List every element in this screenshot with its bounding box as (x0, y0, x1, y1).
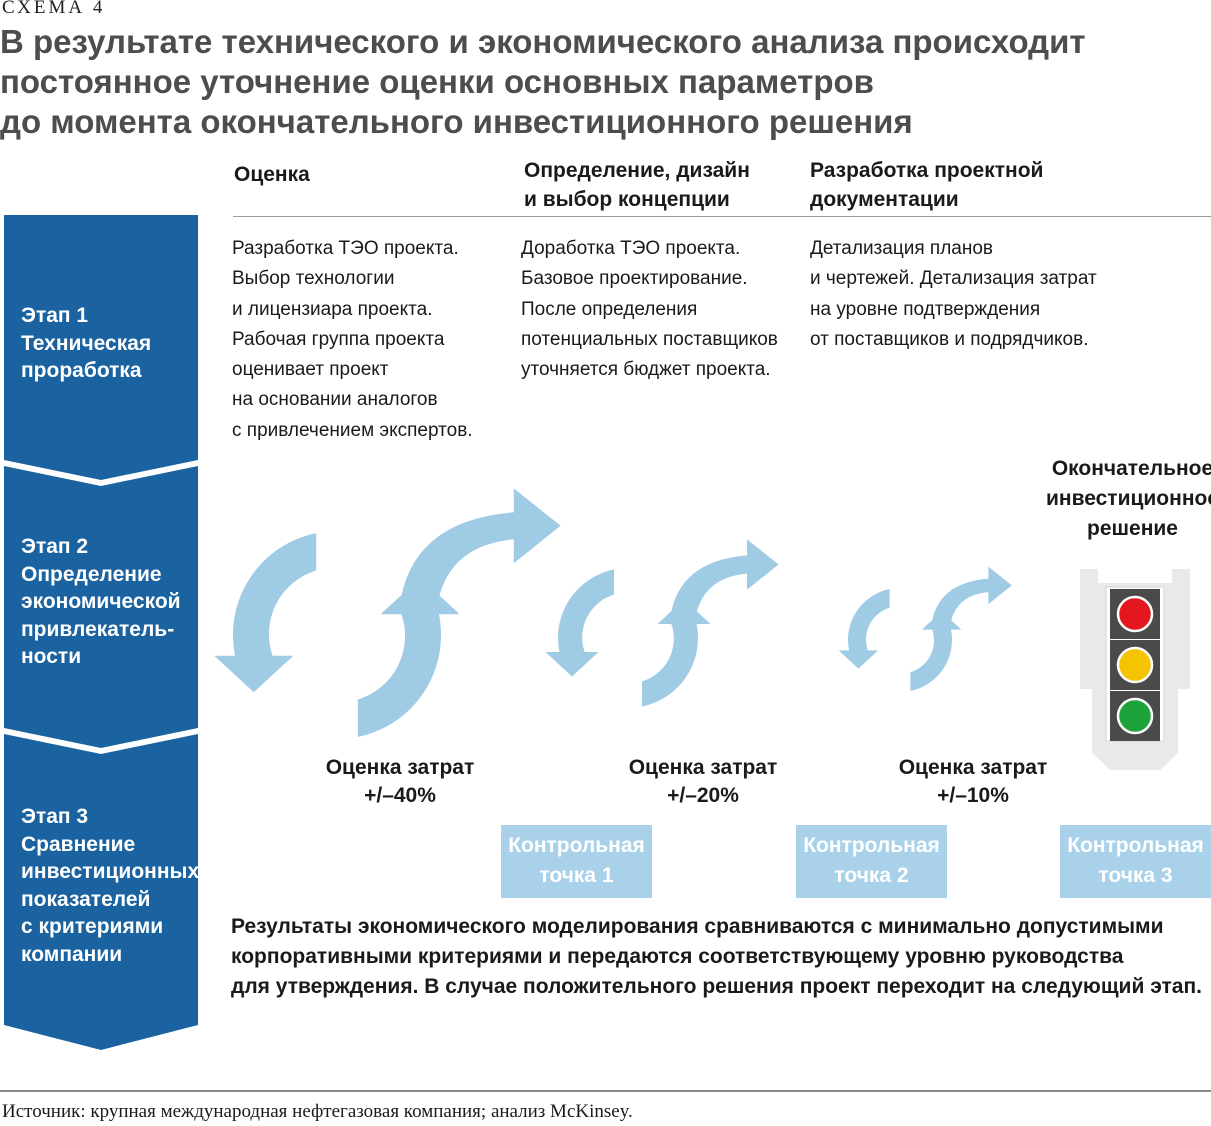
column-text-line: Базовое проектирование. (521, 268, 748, 290)
stage-label-line: Этап 3 (21, 805, 89, 828)
header-divider (233, 216, 1211, 217)
stage-label-line: экономической (21, 590, 181, 613)
summary-line: корпоративными критериями и передаются с… (231, 945, 1124, 968)
column-text-line: Детализация планов (810, 238, 993, 259)
column-text-line: Доработка ТЭО проекта. (521, 238, 741, 259)
column-header-line: документации (810, 188, 959, 211)
final-decision-label: Окончательное инвестиционное решение (1040, 454, 1211, 544)
stage-1-block (4, 215, 198, 480)
stage-label-line: Этап 2 (21, 535, 89, 558)
title-line: В результате технического и экономическо… (0, 23, 1086, 60)
traffic-light-icon (1080, 569, 1190, 770)
source-note: Источник: крупная международная нефтегаз… (2, 1101, 633, 1122)
checkpoint-3: Контрольная точка 3 (1060, 825, 1211, 898)
stage-label-line: с критериями (21, 915, 164, 938)
checkpoint-1: Контрольная точка 1 (501, 825, 652, 898)
stage-label-line: Определение (21, 562, 162, 586)
column-text-line: оценивает проект (232, 359, 389, 381)
column-text-line: Выбор технологии (232, 268, 395, 290)
stage-1-label: Этап 1 Техническая проработка (21, 302, 151, 385)
column-header-line: Разработка проектной (810, 159, 1044, 182)
stage-label-line: ности (21, 645, 82, 668)
cost-estimate-label: Оценка затрат (325, 756, 475, 779)
stage-3-label: Этап 3 Сравнение инвестиционных показате… (21, 803, 199, 968)
stage-label-line: проработка (21, 359, 142, 382)
cost-estimate-value: +/–20% (667, 784, 739, 807)
stage-2-label: Этап 2 Определение экономической привлек… (21, 533, 181, 671)
scheme-label: СХЕМА 4 (2, 0, 106, 18)
footer-divider (0, 1090, 1211, 1092)
cost-estimate-value: +/–10% (937, 784, 1009, 807)
stage-2-block (4, 466, 198, 748)
column-header-concept: Определение, дизайн и выбор концепции (524, 156, 750, 214)
checkpoint-line: Контрольная (803, 834, 940, 857)
column-text-concept: Доработка ТЭО проекта. Базовое проектиро… (521, 234, 778, 385)
cost-estimate-1: Оценка затрат +/–40% (305, 754, 495, 810)
column-text-assessment: Разработка ТЭО проекта. Выбор технологии… (232, 234, 473, 446)
column-header-documentation: Разработка проектной документации (810, 156, 1043, 214)
cost-estimate-2: Оценка затрат +/–20% (608, 754, 798, 810)
final-decision-line: инвестиционное (1045, 487, 1211, 510)
stage-label-line: привлекатель- (21, 617, 175, 641)
stage-label-line: показателей (21, 887, 151, 911)
column-text-documentation: Детализация планов и чертежей. Детализац… (810, 234, 1097, 355)
column-text-line: После определения (521, 298, 698, 320)
title-line: постоянное уточнение оценки основных пар… (0, 63, 874, 100)
column-text-line: потенциальных поставщиков (521, 328, 778, 350)
page-title: В результате технического и экономическо… (0, 22, 1211, 142)
cost-estimate-label: Оценка затрат (898, 756, 1048, 779)
column-header-line: Определение, дизайн (524, 159, 750, 182)
column-text-line: и лицензиара проекта. (232, 298, 433, 320)
cycle-arrow-icon (214, 488, 561, 737)
stage-label-line: Сравнение (21, 832, 136, 856)
cost-estimate-value: +/–40% (364, 784, 436, 807)
cycle-arrow-icon (545, 539, 779, 707)
final-decision-line: Окончательное (1051, 457, 1211, 480)
stage-label-line: инвестиционных (21, 860, 200, 883)
cost-estimate-label: Оценка затрат (628, 756, 778, 779)
column-text-line: на основании аналогов (232, 389, 438, 411)
checkpoint-line: Контрольная (1067, 834, 1204, 857)
final-decision-line: решение (1087, 517, 1178, 540)
checkpoint-line: точка 3 (1098, 864, 1173, 887)
column-text-line: от поставщиков и подрядчиков. (810, 328, 1089, 350)
cost-estimate-3: Оценка затрат +/–10% (878, 754, 1068, 810)
cycle-arrow-icon (838, 566, 1012, 691)
column-header-assessment: Оценка (234, 160, 310, 189)
summary-text: Результаты экономического моделирования … (231, 912, 1202, 1002)
checkpoint-line: точка 2 (834, 864, 909, 887)
column-text-line: с привлечением экспертов. (232, 419, 473, 441)
column-text-line: на уровне подтверждения (810, 298, 1041, 320)
stage-label-line: компании (21, 942, 123, 966)
summary-line: Результаты экономического моделирования … (231, 915, 1164, 938)
column-text-line: и чертежей. Детализация затрат (810, 268, 1097, 290)
column-text-line: уточняется бюджет проекта. (521, 359, 771, 381)
stage-column (4, 215, 198, 1050)
stage-label-line: Техническая (21, 331, 152, 355)
stage-label-line: Этап 1 (21, 304, 89, 327)
checkpoint-2: Контрольная точка 2 (796, 825, 947, 898)
stage-3-block (4, 734, 198, 1050)
checkpoint-line: точка 1 (539, 864, 614, 887)
checkpoint-line: Контрольная (508, 834, 645, 857)
column-header-line: Оценка (234, 163, 310, 186)
title-line: до момента окончательного инвестиционног… (0, 103, 913, 140)
column-text-line: Рабочая группа проекта (232, 328, 445, 350)
summary-line: для утверждения. В случае положительного… (231, 975, 1202, 998)
column-text-line: Разработка ТЭО проекта. (232, 238, 459, 259)
column-header-line: и выбор концепции (524, 188, 730, 211)
